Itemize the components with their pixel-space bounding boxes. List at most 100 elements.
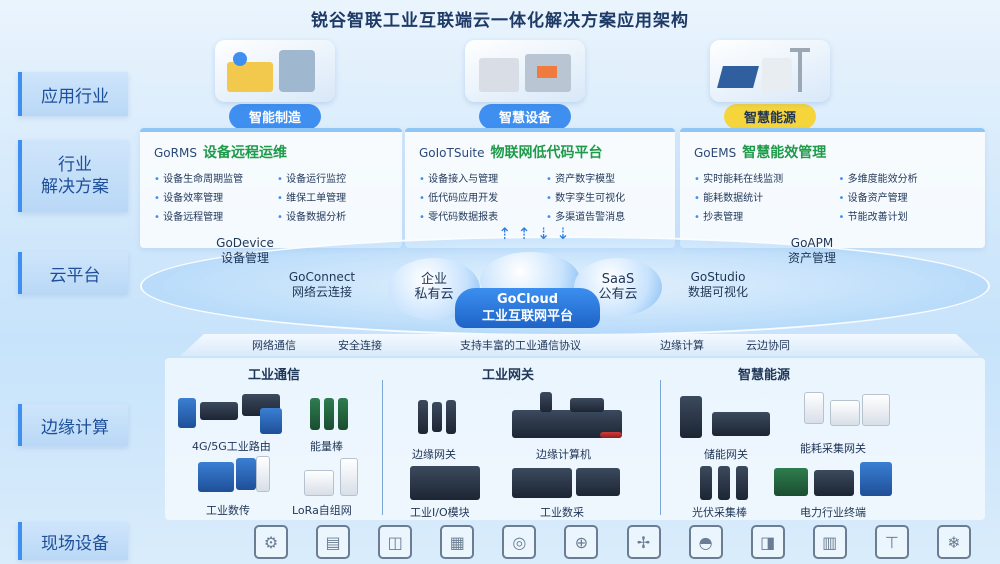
- meter-icon: ▦: [440, 525, 475, 559]
- edge-computer-device: [570, 398, 604, 412]
- goapm-label: 资产管理: [787, 251, 836, 265]
- section-industrial-gateway: 工业网关: [482, 368, 535, 383]
- solution-item: 多维度能效分析: [839, 170, 976, 185]
- goconnect-code: GoConnect: [288, 270, 356, 284]
- sync-arrows-icon: ⇡⇡⇣⇣: [498, 224, 576, 243]
- cnc-machine-icon: ▤: [316, 525, 351, 559]
- sensor-icon: ◎: [502, 525, 537, 559]
- section-smart-energy: 智慧能源: [738, 368, 791, 383]
- gocloud-platform: GoCloud 工业互联网平台: [455, 288, 600, 328]
- gocloud-code: GoCloud: [496, 292, 559, 307]
- label-pv-stick: 光伏采集棒: [692, 506, 747, 519]
- solution-item: 设备接入与管理: [419, 170, 538, 185]
- gocloud-label: 工业互联网平台: [481, 309, 573, 324]
- section-industrial-comm: 工业通信: [248, 368, 301, 383]
- private-cloud-line1: 企业: [420, 272, 447, 287]
- solution-item: 零代码数据报表: [419, 208, 538, 223]
- private-cloud-line2: 私有云: [414, 287, 454, 302]
- edge-gateway-device: [418, 400, 428, 434]
- edge-computer-device: [600, 432, 622, 438]
- router-device: [260, 408, 282, 434]
- solution-name: 智慧能效管理: [742, 145, 827, 161]
- industry-manufacturing: 智能制造: [205, 40, 345, 129]
- divider: [382, 380, 383, 515]
- router-device: [200, 402, 238, 420]
- saas-line1: SaaS: [601, 272, 635, 287]
- solution-code: GoIoTSuite: [419, 146, 485, 160]
- capability-protocols: 支持丰富的工业通信协议: [460, 339, 581, 352]
- energy-gateway-device: [830, 400, 860, 426]
- dtu-device: [198, 462, 234, 492]
- industry-pill-energy: 智慧能源: [723, 104, 816, 129]
- solution-code: GoRMS: [154, 146, 197, 160]
- layer-label-edge: 边缘计算: [18, 404, 128, 446]
- layer-label-cloud: 云平台: [18, 252, 128, 294]
- edge-gateway-device: [446, 400, 456, 434]
- solution-goiotsuite: GoIoTSuite 物联网低代码平台 设备接入与管理 资产数字模型 低代码应用开…: [405, 128, 675, 248]
- air-conditioner-icon: ❄: [936, 525, 971, 559]
- storage-gateway-device: [712, 412, 770, 436]
- pv-stick-device: [700, 466, 712, 500]
- power-terminal-device: [814, 470, 854, 496]
- label-dtu: 工业数传: [206, 504, 250, 517]
- robot-arm-icon: ⚙: [254, 525, 289, 559]
- solution-item: 能耗数据统计: [694, 189, 831, 204]
- pv-stick-device: [736, 466, 748, 500]
- capability-security: 安全连接: [338, 339, 382, 352]
- energy-gateway-device: [804, 392, 824, 424]
- private-cloud-node: 企业 私有云: [395, 272, 473, 302]
- router-device: [178, 398, 196, 428]
- solution-goiotsuite-items: 设备接入与管理 资产数字模型 低代码应用开发 数字孪生可视化 零代码数据报表 多…: [419, 170, 665, 223]
- industry-energy: 智慧能源: [700, 40, 840, 129]
- godevice-code: GoDevice: [216, 236, 274, 250]
- pump-icon: ◫: [378, 525, 413, 559]
- solution-item: 多渠道告警消息: [546, 208, 665, 223]
- goapm-code: GoAPM: [790, 236, 834, 250]
- manufacturing-illustration: [215, 40, 335, 102]
- solution-item: 设备资产管理: [839, 189, 976, 204]
- camera-icon: ◨: [750, 525, 785, 559]
- capability-edge: 边缘计算: [660, 339, 704, 352]
- label-storage-gateway: 储能网关: [704, 448, 748, 461]
- daq-device: [576, 468, 620, 496]
- solution-gorms-items: 设备生命周期监管 设备运行监控 设备效率管理 维保工单管理 设备远程管理 设备数…: [154, 170, 392, 223]
- energy-stick-device: [310, 398, 320, 430]
- industry-pill-manufacturing: 智能制造: [228, 104, 321, 129]
- fan-icon: ✢: [626, 525, 661, 559]
- solution-item: 设备运行监控: [277, 170, 392, 185]
- solution-item: 设备数据分析: [277, 208, 392, 223]
- goapm-node: GoAPM 资产管理: [772, 236, 852, 266]
- solution-item: 低代码应用开发: [419, 189, 538, 204]
- industry-pill-equipment: 智慧设备: [478, 104, 571, 129]
- solution-item: 设备远程管理: [154, 208, 269, 223]
- saas-node: SaaS 公有云: [580, 272, 656, 302]
- label-energy-stick: 能量棒: [310, 440, 343, 453]
- solution-name: 物联网低代码平台: [490, 145, 603, 161]
- divider: [660, 380, 661, 515]
- pv-stick-device: [718, 466, 730, 500]
- gostudio-code: GoStudio: [690, 270, 746, 284]
- solution-item: 设备效率管理: [154, 189, 269, 204]
- equipment-illustration: [465, 40, 585, 102]
- industry-equipment: 智慧设备: [455, 40, 595, 129]
- cabinet-icon: ▥: [812, 525, 847, 559]
- solution-goiotsuite-head: GoIoTSuite 物联网低代码平台: [419, 142, 665, 162]
- field-device-row: ⚙ ▤ ◫ ▦ ◎ ⊕ ✢ ◓ ◨ ▥ ⊤ ❄: [240, 520, 985, 564]
- energy-stick-device: [324, 398, 334, 430]
- godevice-label: 设备管理: [220, 251, 269, 265]
- layer-label-solution: 行业 解决方案: [18, 140, 128, 212]
- layer-label-application: 应用行业: [18, 72, 128, 116]
- solution-item: 设备生命周期监管: [154, 170, 269, 185]
- capability-cloud-edge: 云边协同: [746, 339, 790, 352]
- solution-code: GoEMS: [694, 146, 737, 160]
- label-router: 4G/5G工业路由: [192, 440, 271, 453]
- energy-illustration: [710, 40, 830, 102]
- capability-network: 网络通信: [252, 339, 296, 352]
- label-edge-computer: 边缘计算机: [536, 448, 591, 461]
- label-io-module: 工业I/O模块: [410, 506, 470, 519]
- capability-strip: 网络通信 安全连接 支持丰富的工业通信协议 边缘计算 云边协同: [180, 334, 980, 356]
- crane-icon: ⊤: [874, 525, 909, 559]
